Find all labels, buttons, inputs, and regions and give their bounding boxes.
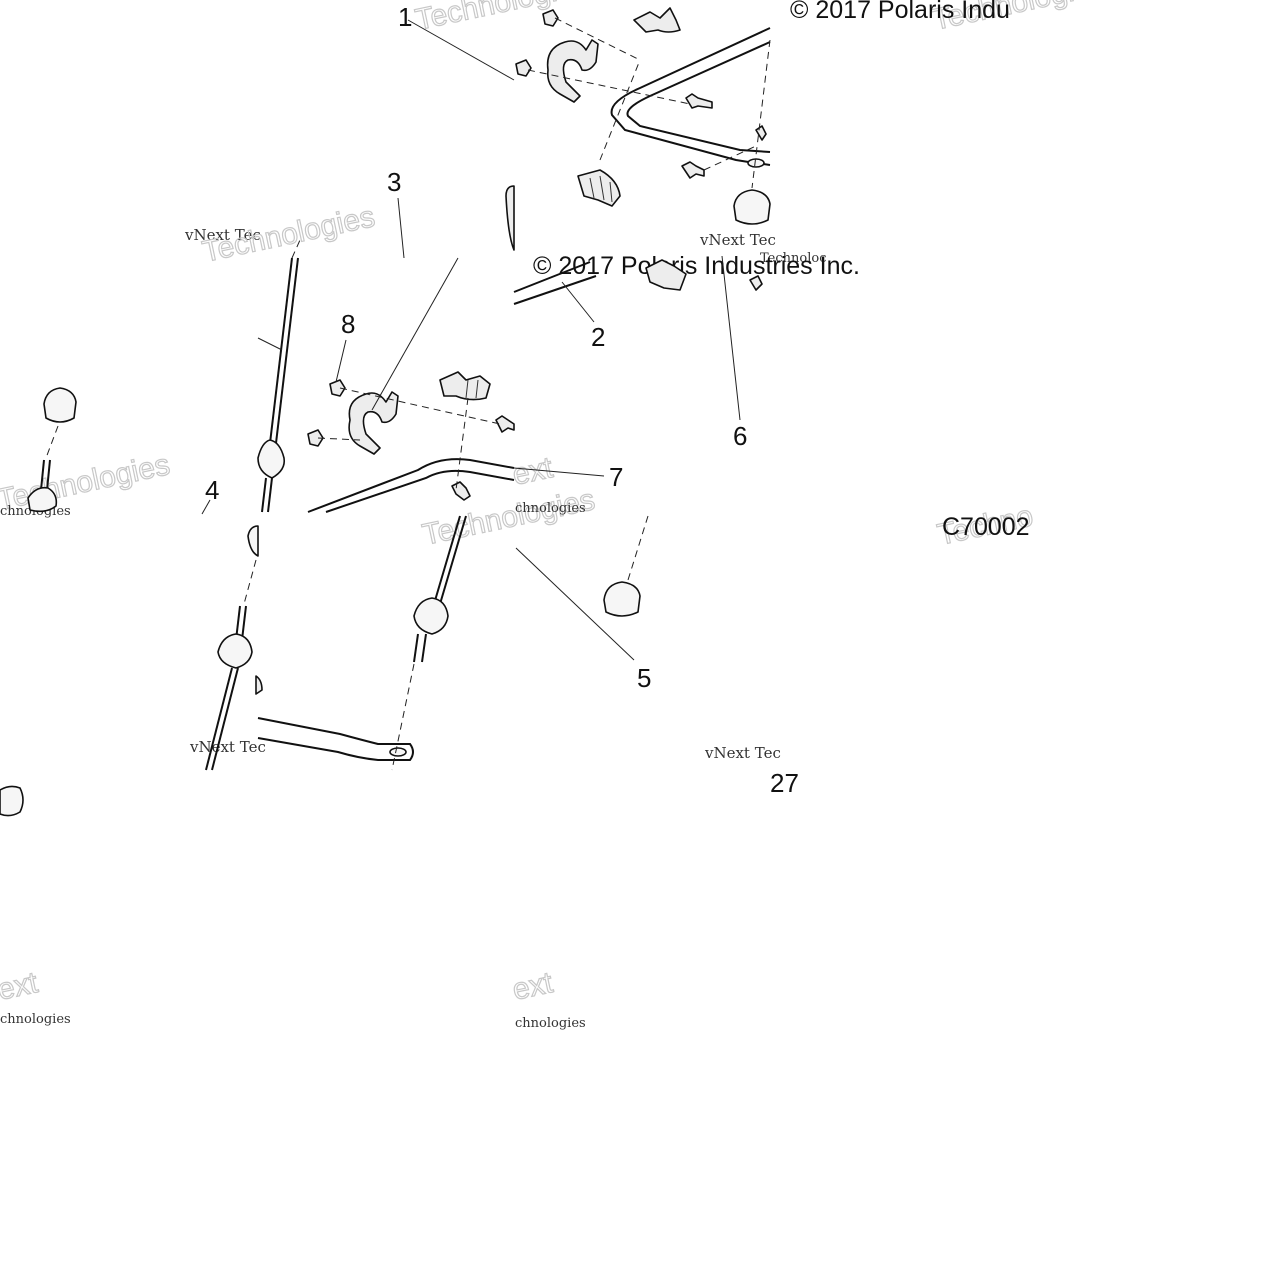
lower-assembly	[205, 515, 649, 771]
watermark-technologies-small: chnologies	[515, 1016, 586, 1031]
callout-5: 5	[637, 663, 651, 693]
watermark-ext: ext	[510, 966, 557, 1007]
bolt-icon	[451, 481, 471, 501]
bushing-icon	[577, 169, 621, 207]
watermark-technologies-small: chnologies	[0, 1012, 71, 1027]
copyright-text-top: © 2017 Polaris Indu	[790, 0, 1010, 24]
ball-joint-icon	[413, 597, 449, 635]
middle-assembly	[257, 185, 763, 513]
callout-1: 1	[398, 2, 412, 32]
bar-end-hole	[389, 747, 407, 757]
watermark-vnext: vNext Tec	[189, 738, 266, 756]
ball-joint-icon	[217, 633, 253, 669]
bushing-edge	[505, 185, 515, 251]
bushing-icon	[439, 371, 491, 401]
link-rod	[267, 257, 293, 461]
nut-icon	[307, 429, 324, 447]
watermark-technologies-small: Technoloc	[760, 251, 826, 266]
stabilizer-bar-edge	[626, 41, 771, 153]
watermarks: Technologies Technologies vNext Tec Tech…	[0, 0, 1108, 1031]
stabilizer-bar-mid-edge	[325, 469, 515, 513]
watermark-vnext: vNext Tec	[184, 226, 261, 244]
nut-icon	[329, 379, 346, 397]
clamp-bracket	[546, 39, 599, 103]
callout-2: 2	[591, 322, 605, 352]
callout-4: 4	[205, 475, 219, 505]
bushing-icon	[633, 7, 681, 33]
part-edge	[255, 675, 263, 695]
bolt-icon	[495, 415, 515, 433]
leader-lines	[201, 19, 741, 661]
pin-icon	[755, 125, 767, 141]
stabilizer-bar-lower	[257, 717, 414, 761]
watermark-vnext: vNext Tec	[704, 744, 781, 762]
ball-joint-icon	[257, 439, 286, 479]
grommet-icon	[733, 189, 771, 225]
callout-7: 7	[609, 462, 623, 492]
grommet-edge	[247, 525, 259, 557]
copyright-text-mid: © 2017 Polaris Industries Inc.	[533, 252, 860, 280]
nut-icon	[542, 9, 559, 27]
watermark-ext: ext	[0, 966, 41, 1007]
grommet-icon	[43, 387, 77, 423]
stabilizer-bar-top-end	[513, 261, 591, 293]
ball-joint-icon	[27, 486, 58, 513]
callout-8: 8	[341, 309, 355, 339]
left-assembly	[0, 387, 77, 817]
drawing-code: C70002	[942, 513, 1030, 541]
watermark-technologies: Technologies	[420, 483, 598, 552]
callout-6: 6	[733, 421, 747, 451]
grommet-icon	[603, 581, 641, 617]
link-rod-edge	[273, 257, 299, 461]
clamp-bracket	[348, 391, 399, 455]
watermark-vnext: vNext Tec	[699, 231, 776, 249]
bolt-icon	[681, 161, 705, 179]
top-assembly	[515, 7, 771, 225]
callout-3: 3	[387, 167, 401, 197]
watermark-technologies: Technologies	[413, 0, 591, 37]
pin-icon	[749, 275, 763, 291]
watermark-technologies: Technologies	[200, 200, 378, 269]
stabilizer-bar-mid	[307, 458, 515, 513]
watermark-technologies-small: chnologies	[515, 501, 586, 516]
bar-end-hole	[747, 158, 765, 168]
callouts: 1 2 3 4 5 6 7 8	[205, 2, 747, 693]
fragment-27: 27	[770, 768, 799, 798]
nut-icon	[515, 59, 532, 77]
link-rod-lower	[205, 667, 233, 771]
grommet-icon	[0, 785, 24, 817]
bolt-icon	[685, 93, 713, 109]
bushing-icon	[645, 259, 687, 291]
